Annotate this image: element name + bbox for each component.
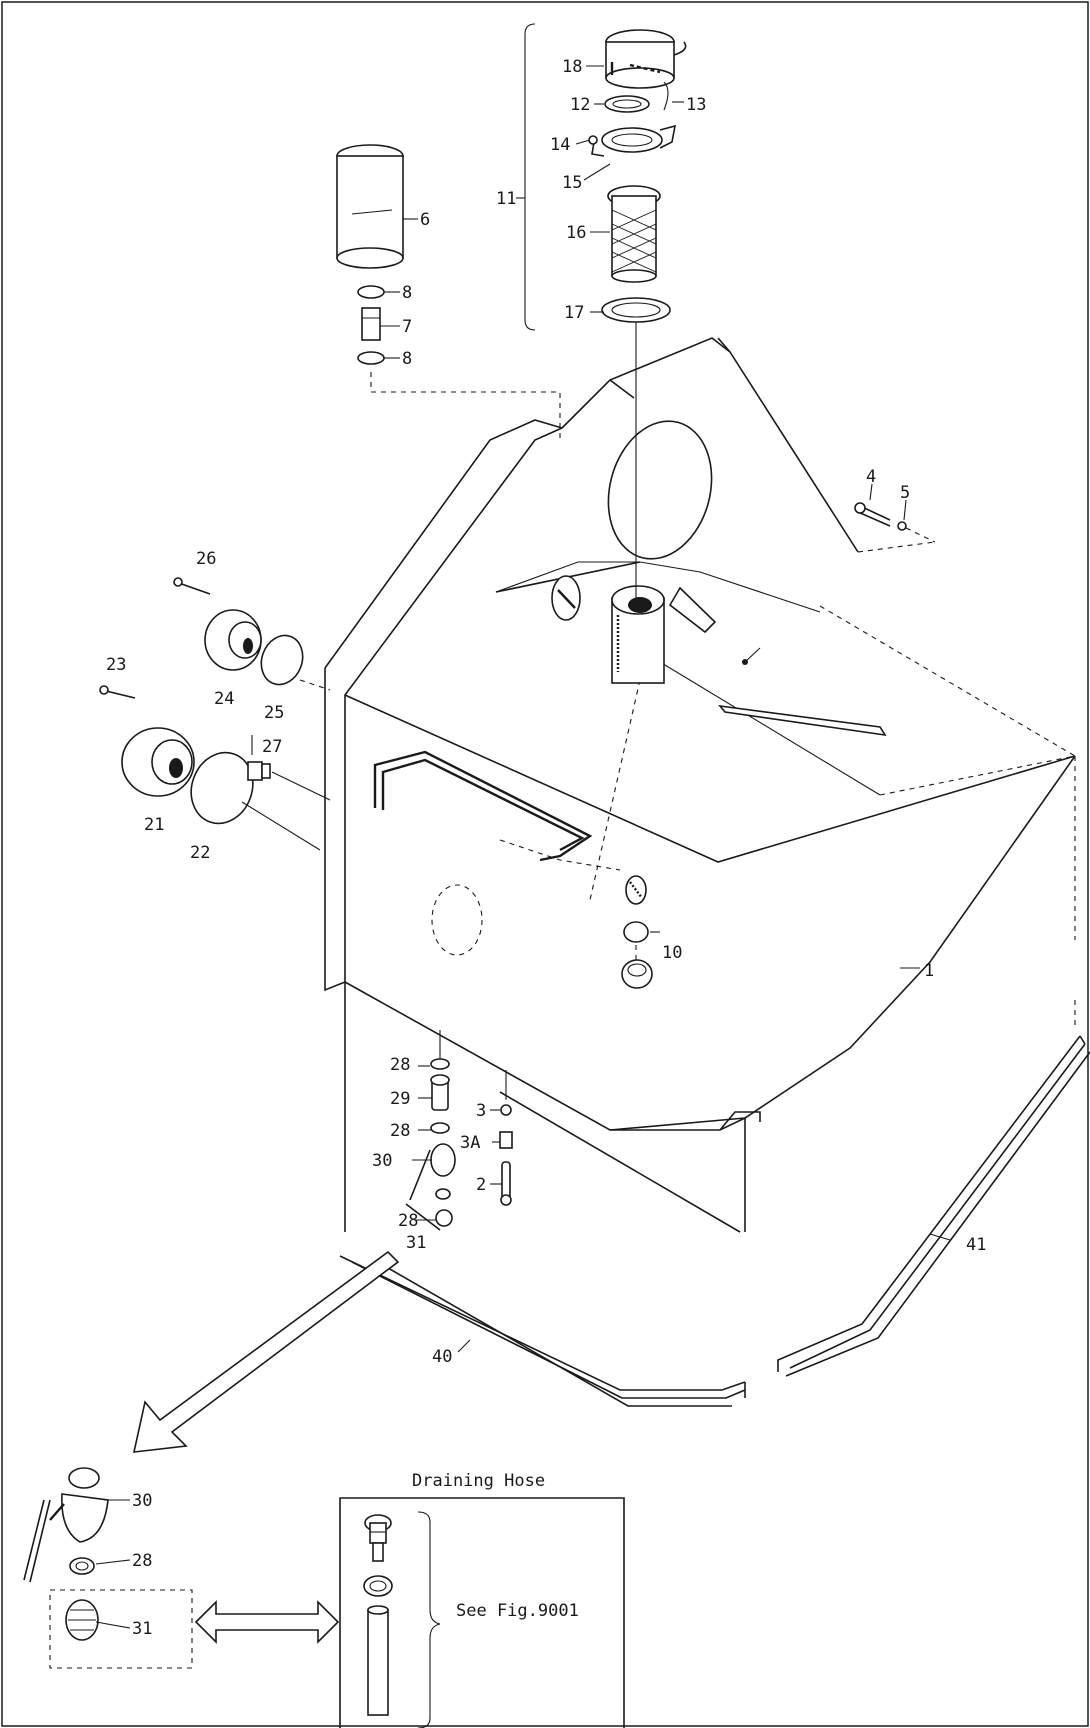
label-15: 15: [562, 173, 582, 193]
bolt-4-5: [854, 502, 936, 543]
label-22: 22: [190, 843, 210, 863]
label-31: 31: [406, 1233, 426, 1253]
label-10: 10: [662, 943, 682, 963]
label-40: 40: [432, 1347, 452, 1367]
label-3: 3: [476, 1101, 486, 1121]
detail-label-30: 30: [132, 1491, 152, 1511]
label-13: 13: [686, 95, 706, 115]
label-30: 30: [372, 1151, 392, 1171]
label-5: 5: [900, 483, 910, 503]
label-27: 27: [262, 737, 282, 757]
fuel-tank-body: [324, 337, 1076, 1233]
label-12: 12: [570, 95, 590, 115]
draining-hose-box: [339, 1497, 625, 1728]
label-25: 25: [264, 703, 284, 723]
cover-assembly-21: [99, 685, 331, 851]
label-21: 21: [144, 815, 164, 835]
label-26: 26: [196, 549, 216, 569]
drain-stack: [405, 1030, 456, 1231]
cover-assembly-24: [173, 577, 331, 691]
label-28c: 28: [398, 1211, 418, 1231]
label-11: 11: [496, 189, 516, 209]
label-7: 7: [402, 317, 412, 337]
see-fig-note: See Fig.9001: [456, 1601, 579, 1621]
label-28b: 28: [390, 1121, 410, 1141]
label-4: 4: [866, 467, 876, 487]
bolt-stack-2-3: [499, 1070, 513, 1206]
label-29: 29: [390, 1089, 410, 1109]
fittings-10: [621, 875, 653, 989]
label-6: 6: [420, 210, 430, 230]
double-arrow: [194, 1600, 340, 1644]
detail-label-31: 31: [132, 1619, 152, 1639]
label-14: 14: [550, 135, 570, 155]
detail-arrow: [132, 1250, 400, 1453]
label-18: 18: [562, 57, 582, 77]
label-8a: 8: [402, 283, 412, 303]
label-3a: 3A: [460, 1133, 480, 1153]
label-28a: 28: [390, 1055, 410, 1075]
label-16: 16: [566, 223, 586, 243]
label-17: 17: [564, 303, 584, 323]
leader-lines: [95, 65, 951, 1629]
label-24: 24: [214, 689, 234, 709]
cap-18: [605, 29, 687, 89]
rail-40: [339, 1255, 746, 1407]
detail-label-28: 28: [132, 1551, 152, 1571]
rail-41: [777, 1000, 1090, 1377]
label-8b: 8: [402, 349, 412, 369]
label-1: 1: [924, 961, 934, 981]
label-2: 2: [476, 1175, 486, 1195]
part-labels: 18 12 13 14 15 11 16 17 6 8 7 8 4 5 26 2…: [106, 57, 986, 1639]
filler-cap-assembly: [524, 23, 687, 598]
label-41: 41: [966, 1235, 986, 1255]
draining-hose-title: Draining Hose: [412, 1471, 545, 1491]
label-23: 23: [106, 655, 126, 675]
drain-valve-detail: [23, 1467, 193, 1669]
filter-assembly: [336, 144, 561, 440]
